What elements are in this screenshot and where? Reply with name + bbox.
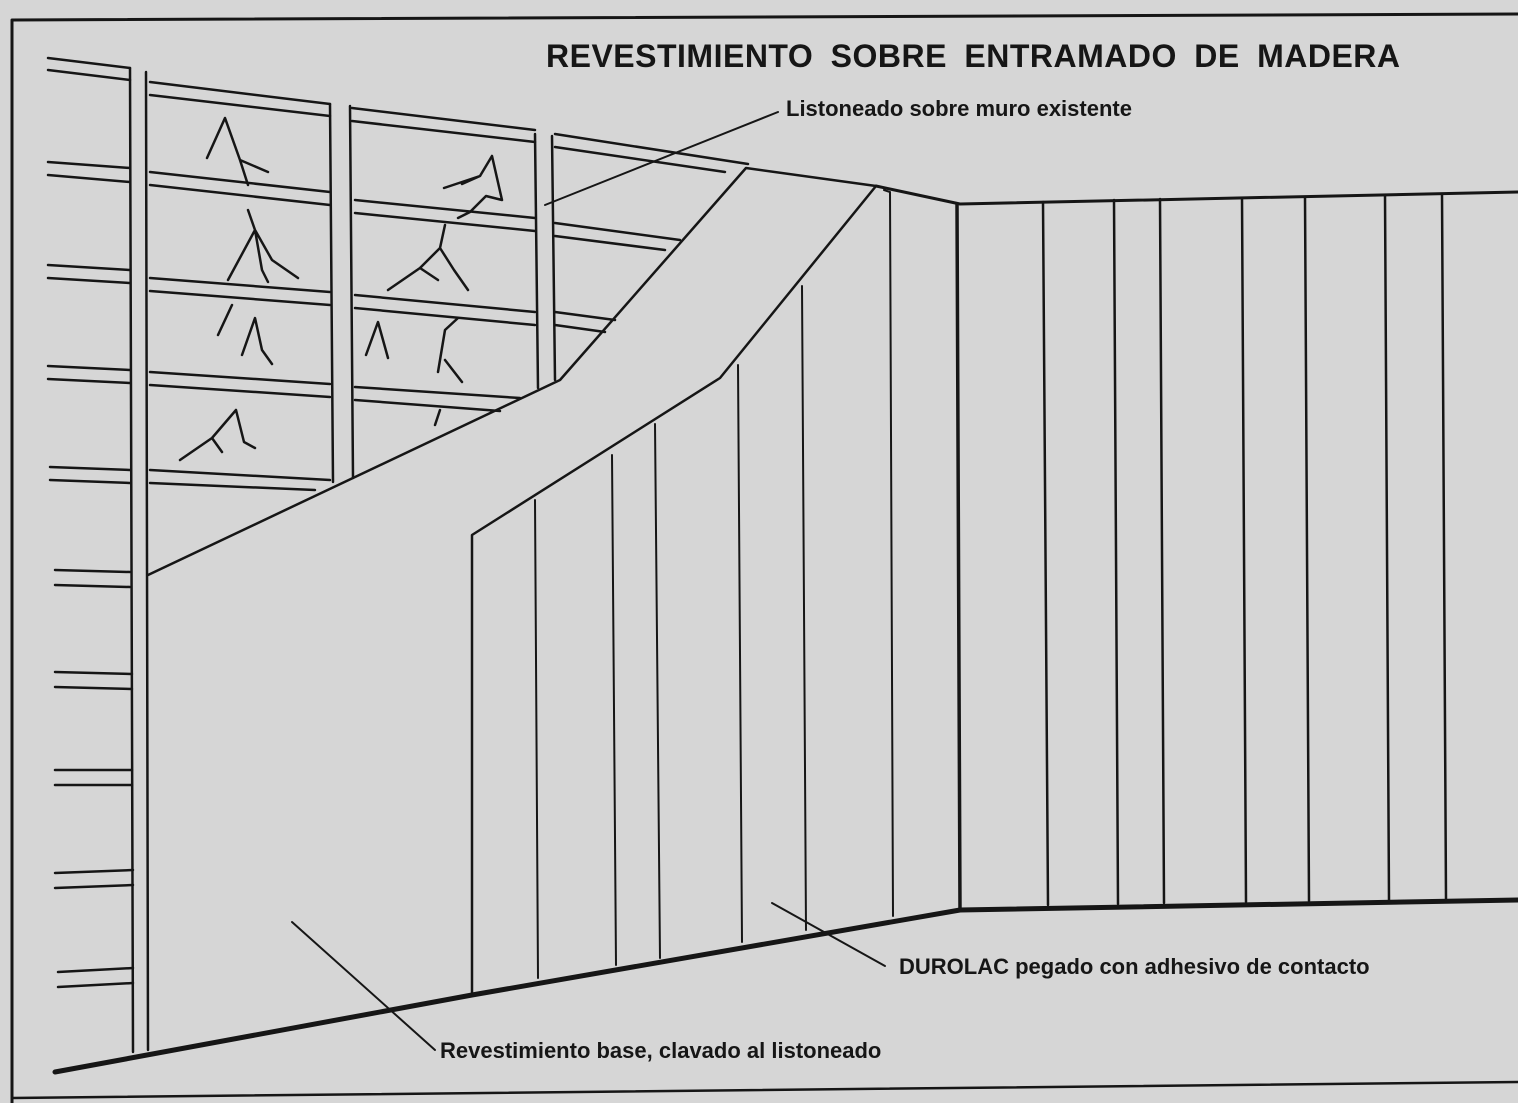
leader-battens <box>544 111 779 206</box>
bottom-frame <box>10 1080 1518 1100</box>
durolac-boards-left <box>534 189 894 979</box>
floor-line <box>52 897 1518 1075</box>
right-wall-top <box>874 184 1518 206</box>
horizontal-battens <box>46 56 750 989</box>
label-base-panel: Revestimiento base, clavado al listonead… <box>440 1038 882 1063</box>
outer-frame <box>10 12 1518 1103</box>
base-panel-outline <box>146 166 878 1057</box>
corner-line <box>955 202 962 912</box>
vertical-studs <box>128 66 557 1054</box>
label-battens: Listoneado sobre muro existente <box>786 96 1132 121</box>
label-durolac: DUROLAC pegado con adhesivo de contacto <box>899 954 1370 979</box>
leader-base <box>291 921 436 1051</box>
wall-cracks <box>178 116 504 462</box>
diagram-title: REVESTIMIENTO SOBRE ENTRAMADO DE MADERA <box>546 38 1401 74</box>
leader-durolac <box>771 902 886 967</box>
durolac-boards-right <box>1041 192 1448 907</box>
